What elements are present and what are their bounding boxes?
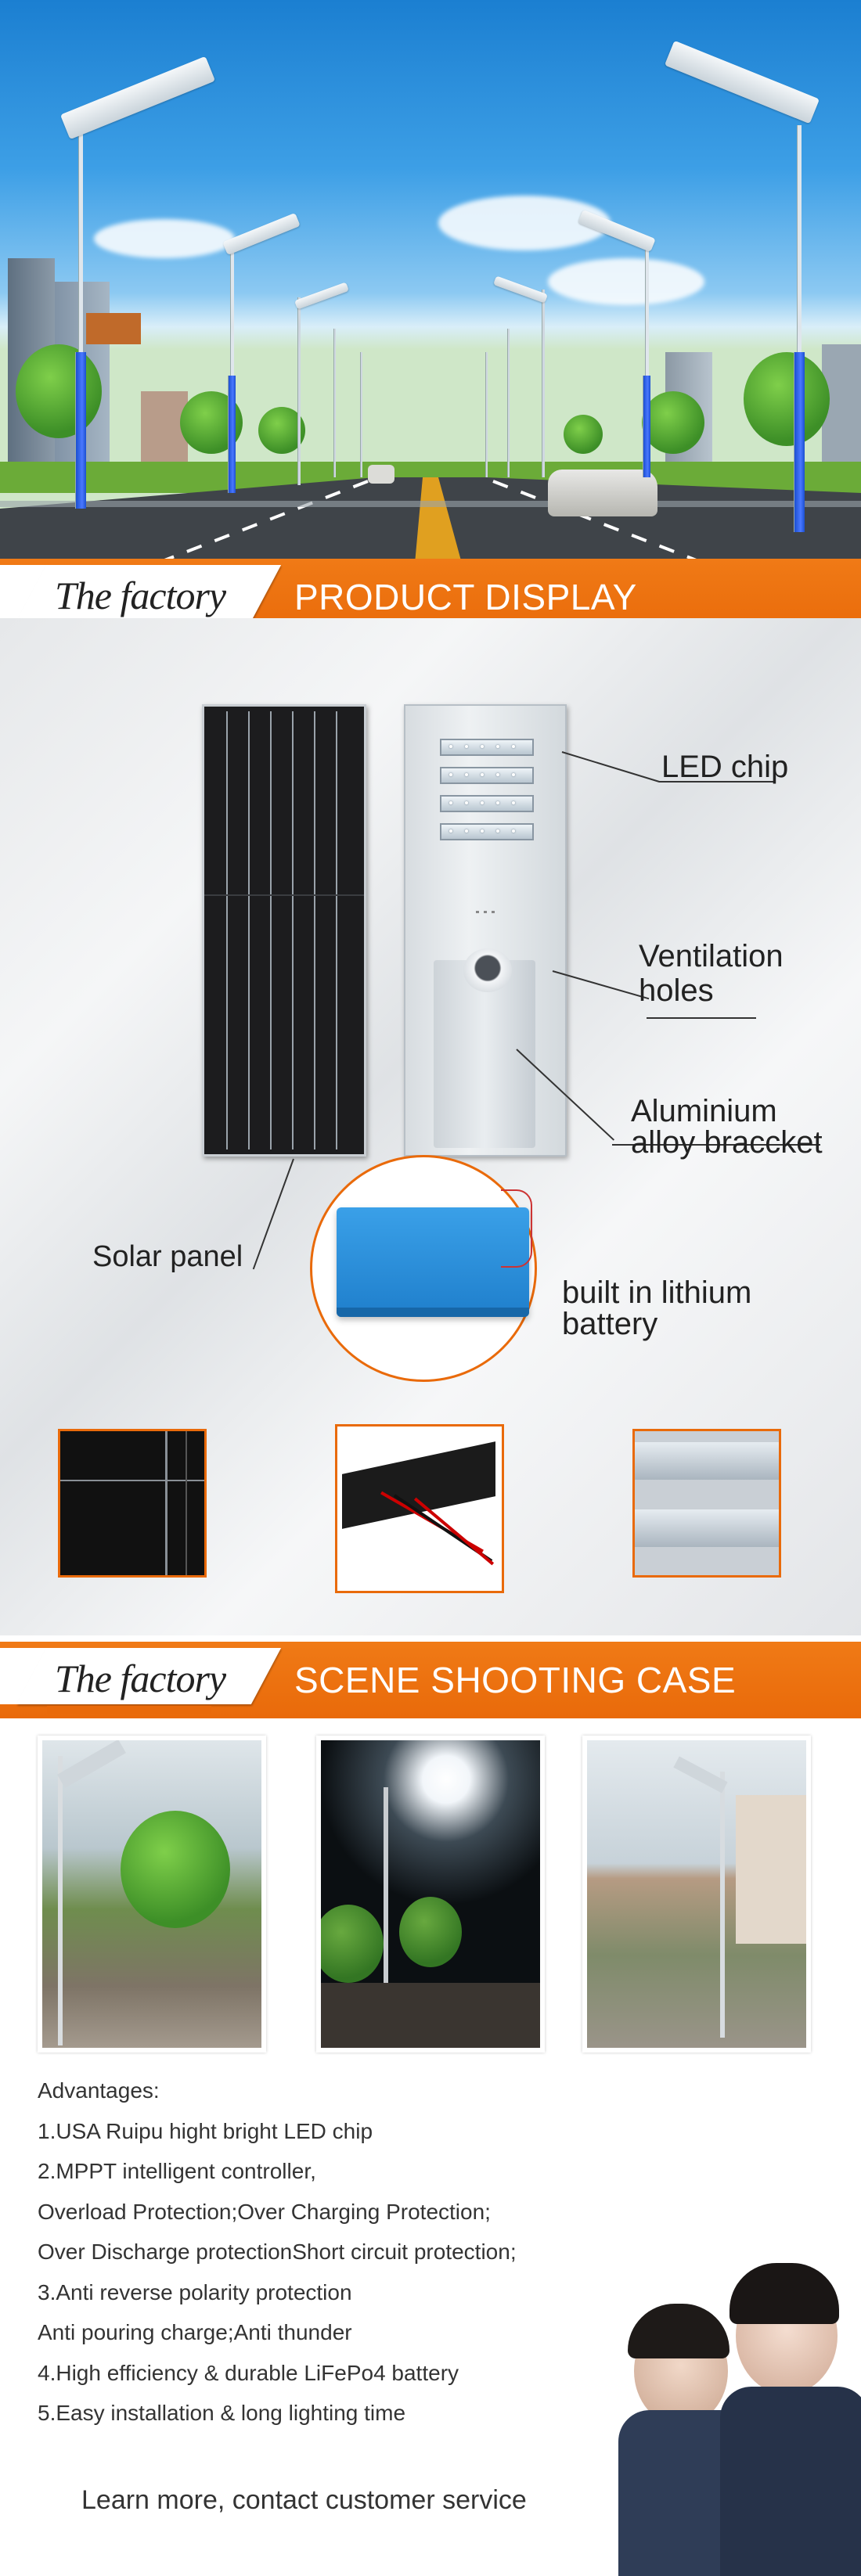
solar-cell-closeup (58, 1429, 207, 1578)
banner-title: SCENE SHOOTING CASE (294, 1660, 737, 1700)
advantages-list: Advantages: 1.USA Ruipu hight bright LED… (38, 2071, 632, 2434)
scene-shooting-banner: The factory SCENE SHOOTING CASE (0, 1642, 861, 1718)
advantage-item: Overload Protection;Over Charging Protec… (38, 2199, 491, 2224)
advantage-item: 4.High efficiency & durable LiFePo4 batt… (38, 2360, 459, 2385)
ventilation-label-line1: Ventilation (639, 939, 784, 973)
controller-closeup (335, 1424, 504, 1593)
street-light-image (404, 704, 567, 1157)
scene-photo-1 (38, 1736, 266, 2053)
scene-photo-2 (316, 1736, 545, 2053)
banner-tag: The factory (55, 1657, 226, 1700)
advantage-item: 5.Easy installation & long lighting time (38, 2401, 406, 2425)
road-graphic (0, 477, 861, 563)
battery-label-line2: battery (562, 1307, 658, 1341)
advantages-title: Advantages: (38, 2078, 160, 2103)
contact-customer-service-text: Learn more, contact customer service (81, 2485, 527, 2515)
advantage-item: 1.USA Ruipu hight bright LED chip (38, 2118, 373, 2143)
advantage-item: 2.MPPT intelligent controller, (38, 2159, 316, 2183)
lithium-battery-image (337, 1207, 529, 1317)
solar-panel-image (202, 704, 366, 1157)
hero-street-image (0, 0, 861, 563)
scene-photo-3 (582, 1736, 811, 2053)
ventilation-label-line2: holes (639, 973, 714, 1008)
battery-label-line1: built in lithium (562, 1275, 752, 1310)
led-chip-label: LED chip (661, 750, 789, 784)
aluminium-label-line2: alloy braccket (631, 1125, 823, 1160)
led-chip-closeup (632, 1429, 781, 1578)
battery-wire (501, 1189, 532, 1268)
advantage-item: Over Discharge protectionShort circuit p… (38, 2240, 517, 2264)
banner-title: PRODUCT DISPLAY (294, 577, 637, 617)
advantage-item: 3.Anti reverse polarity protection (38, 2279, 352, 2304)
solar-panel-label: Solar panel (92, 1240, 243, 1273)
advantage-item: Anti pouring charge;Anti thunder (38, 2320, 352, 2344)
customer-service-operators-image (618, 2254, 861, 2576)
aluminium-label-line1: Aluminium (631, 1094, 777, 1128)
banner-tag: The factory (55, 574, 226, 617)
